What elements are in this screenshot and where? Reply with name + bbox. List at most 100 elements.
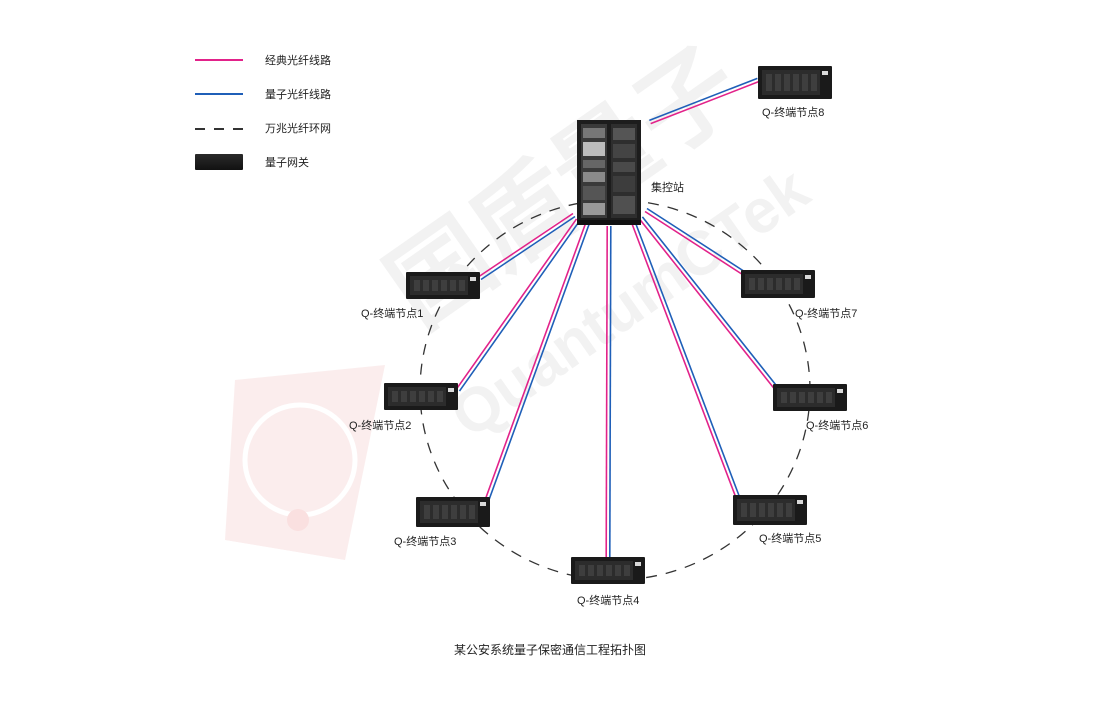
quantum-fiber-n8 [649,77,758,122]
node-label-3: Q-终端节点3 [394,536,457,548]
gateway-drive-bay [451,505,457,519]
hub-rack-panel-4 [583,172,605,182]
hub-label: 集控站 [651,182,684,194]
legend-label: 经典光纤线路 [265,55,331,67]
gateway-drive-bay [790,392,796,403]
gateway-drive-bay [469,505,475,519]
gateway-status-light [797,500,803,504]
gateway-drive-bay [785,278,791,290]
legend-item-classic: 经典光纤线路 [195,50,415,84]
gateway-drive-bay [588,565,594,576]
node-label-1: Q-终端节点1 [361,308,424,320]
legend-label: 万兆光纤环网 [265,123,331,135]
gateway-status-light [822,71,828,75]
gateway-drive-bay [781,392,787,403]
gateway-device-n5[interactable] [733,495,807,525]
gateway-drive-bay [768,503,774,517]
gateway-drive-bay [579,565,585,576]
gateway-drive-bay [775,74,781,91]
classic-fiber-n3 [484,221,588,500]
watermark-logo-shape [225,365,385,560]
gateway-drive-bay [432,280,438,291]
gateway-drive-bay [749,278,755,290]
quantum-fiber-n1 [480,215,576,281]
gateway-status-light [480,502,486,506]
gateway-device-n2[interactable] [384,383,458,410]
node-label-7: Q-终端节点7 [795,308,858,320]
gateway-drive-bay [766,74,772,91]
gateway-drive-bay [419,391,425,402]
hub-rack-panel-6 [583,203,605,215]
gateway-drive-bay [624,565,630,576]
gateway-drive-bay [808,392,814,403]
gateway-drive-bay [392,391,398,402]
gateway-status-light [805,275,811,279]
legend-item-gateway: 量子网关 [195,152,415,186]
gateway-drive-bay [606,565,612,576]
gateway-device-n4[interactable] [571,557,645,584]
node-label-5: Q-终端节点5 [759,533,822,545]
gateway-drive-bay [428,391,434,402]
node-label-6: Q-终端节点6 [806,420,869,432]
classic-fiber-n1 [478,212,574,278]
gateway-status-light [448,388,454,392]
fiber-links [455,77,779,558]
node-label-8: Q-终端节点8 [762,107,825,119]
gateway-device-n1[interactable] [406,272,480,299]
gateway-drive-bay [817,392,823,403]
legend-swatch-classic-line [195,59,243,61]
gateway-drive-bay [784,74,790,91]
hub-rack-panel-10 [613,176,635,192]
legend-swatch-quantum-line [195,93,243,95]
quantum-fiber-n7 [646,207,747,274]
legend-label: 量子网关 [265,157,309,169]
gateway-drive-bay [597,565,603,576]
gateway-drive-bay [450,280,456,291]
legend-item-quantum: 量子光纤线路 [195,84,415,118]
legend: 经典光纤线路 量子光纤线路 万兆光纤环网 量子网关 [195,50,415,186]
gateway-device-n7[interactable] [741,270,815,298]
gateway-device-n8[interactable] [758,66,832,99]
classic-fiber-n4 [605,225,609,557]
hub-rack-panel-9 [613,162,635,172]
classic-fiber-n6 [638,218,776,390]
gateway-drive-bay [826,392,832,403]
node-label-4: Q-终端节点4 [577,595,640,607]
watermark-logo-dot [287,509,309,531]
gateway-drive-bay [410,391,416,402]
gateway-drive-bay [433,505,439,519]
hub-rack-panel-2 [583,142,605,156]
gateway-drive-bay [777,503,783,517]
hub-rack-left-bay [581,124,607,218]
hub-rack[interactable] [577,120,641,225]
gateway-drive-bay [750,503,756,517]
hub-rack-base [577,220,641,225]
quantum-fiber-n4 [608,226,612,558]
hub-rack-panel-8 [613,144,635,158]
gateway-drive-bay [424,505,430,519]
gateway-drive-bay [459,280,465,291]
gateway-drive-bay [615,565,621,576]
gateway-drive-bay [793,74,799,91]
diagram-caption: 某公安系统量子保密通信工程拓扑图 [453,643,646,657]
gateway-drive-bay [437,391,443,402]
quantum-fiber-n2 [458,220,581,392]
gateway-drive-bay [460,505,466,519]
hub-rack-panel-5 [583,186,605,200]
gateway-devices [384,66,847,584]
node-label-2: Q-终端节点2 [349,420,412,432]
gateway-drive-bay [741,503,747,517]
gateway-device-n3[interactable] [416,497,490,527]
classic-fiber-n8 [650,80,759,125]
gateway-drive-bay [786,503,792,517]
hub-rack-panel-11 [613,196,635,214]
gateway-drive-bay [414,280,420,291]
quantum-fiber-n5 [634,223,741,498]
watermark-logo-orbit [242,402,358,518]
gateway-drive-bay [767,278,773,290]
gateway-device-n6[interactable] [773,384,847,411]
classic-fiber-n5 [631,224,738,499]
gateway-drive-bay [442,505,448,519]
